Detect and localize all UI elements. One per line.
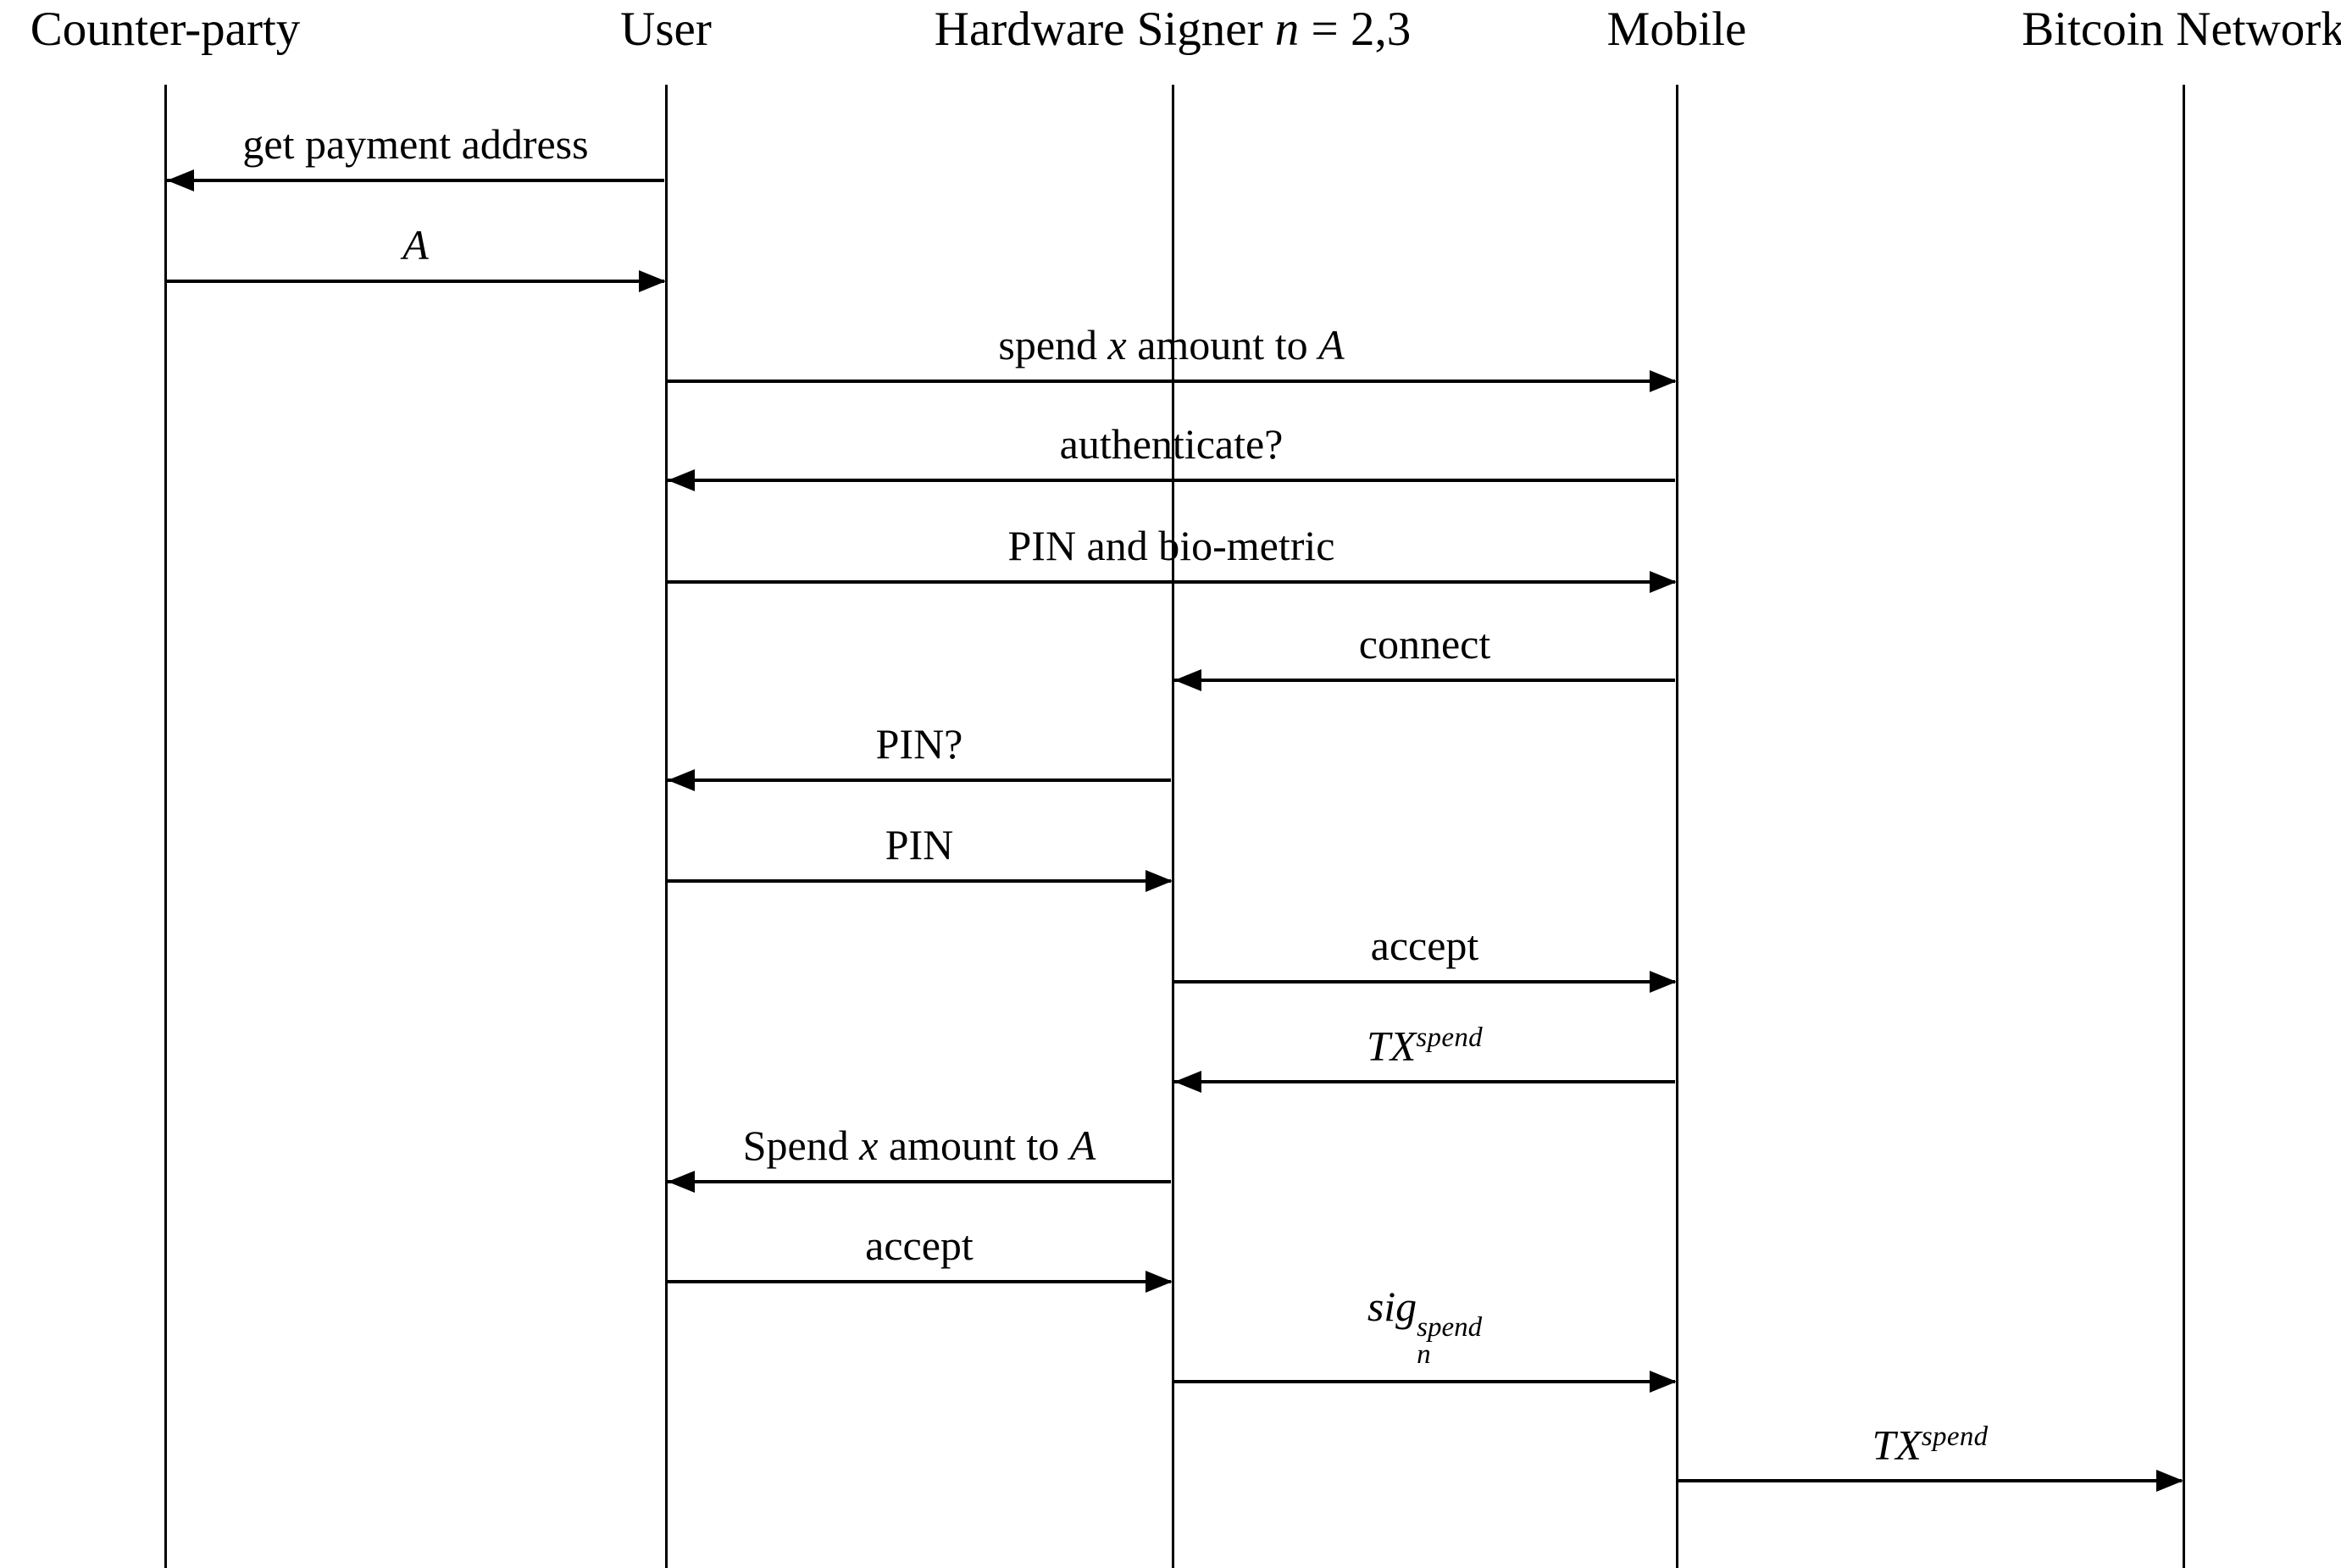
- label-text-segment: amount to: [1126, 321, 1319, 368]
- message-label: spend x amount to A: [998, 322, 1344, 368]
- actor-label-mobile: Mobile: [1607, 2, 1747, 58]
- label-text-segment: x: [1107, 321, 1127, 368]
- actor-label-user: User: [620, 2, 712, 58]
- label-text-segment: A: [1318, 321, 1345, 368]
- arrowhead-right-icon: [1650, 1371, 1677, 1393]
- arrowhead-left-icon: [1174, 1071, 1201, 1093]
- message-arrow-line: [167, 179, 664, 182]
- arrowhead-right-icon: [1650, 370, 1677, 392]
- label-text-segment: User: [620, 3, 712, 56]
- label-text-segment: A: [402, 221, 429, 269]
- arrowhead-right-icon: [1146, 870, 1173, 892]
- lifeline-counter-party: [164, 85, 167, 1568]
- lifeline-bitcoin-network: [2182, 85, 2185, 1568]
- message-label: TXspend: [1872, 1414, 1989, 1468]
- label-text-segment: authenticate?: [1059, 420, 1284, 468]
- label-text-segment: spend: [1921, 1421, 1989, 1452]
- label-text-segment: amount to: [878, 1122, 1070, 1169]
- message-arrow-line: [1174, 980, 1675, 983]
- label-text-segment: PIN: [885, 821, 954, 868]
- arrowhead-left-icon: [668, 1171, 695, 1193]
- lifeline-hardware-signer: [1171, 85, 1174, 1568]
- arrowhead-left-icon: [1174, 669, 1201, 691]
- message-label: connect: [1359, 621, 1490, 667]
- label-text-segment: accept: [1370, 922, 1479, 969]
- arrowhead-right-icon: [1650, 971, 1677, 993]
- label-text-segment: PIN and bio-metric: [1007, 522, 1335, 569]
- label-text-segment: get payment address: [242, 120, 589, 168]
- label-text-segment: n: [1274, 3, 1300, 56]
- message-label: TXspend: [1367, 1015, 1483, 1069]
- label-text-segment: connect: [1358, 620, 1491, 668]
- message-arrow-line: [1174, 1380, 1675, 1383]
- label-text-segment: spend: [1416, 1022, 1483, 1053]
- lifeline-user: [664, 85, 668, 1568]
- message-arrow-line: [1678, 1479, 2182, 1482]
- message-label: accept: [865, 1222, 974, 1268]
- message-label: get payment address: [242, 121, 588, 167]
- label-text-segment: Spend: [742, 1122, 860, 1169]
- message-arrow-line: [668, 580, 1675, 584]
- message-label: PIN and bio-metric: [1007, 523, 1334, 568]
- label-text-segment: spend: [998, 321, 1108, 368]
- message-arrow-line: [668, 778, 1171, 782]
- arrowhead-right-icon: [1650, 571, 1677, 593]
- subscript-text: n: [1417, 1338, 1431, 1370]
- arrowhead-left-icon: [167, 169, 194, 191]
- label-text-segment: PIN?: [875, 720, 963, 767]
- label-text-segment: TX: [1367, 1022, 1417, 1069]
- message-arrow-line: [668, 380, 1675, 383]
- actor-label-bitcoin-network: Bitcoin Network: [2022, 2, 2341, 58]
- superscript-text: spend: [1417, 1312, 1483, 1344]
- label-text-segment: = 2,3: [1299, 3, 1412, 56]
- message-arrow-line: [668, 879, 1171, 883]
- arrowhead-right-icon: [2156, 1470, 2183, 1492]
- label-text-segment: TX: [1872, 1421, 1922, 1468]
- arrowhead-left-icon: [668, 469, 695, 491]
- label-text-segment: x: [859, 1122, 879, 1169]
- message-arrow-line: [668, 1180, 1171, 1183]
- message-arrow-line: [1174, 1080, 1675, 1083]
- message-label: accept: [1371, 923, 1479, 968]
- message-label: Spend x amount to A: [743, 1122, 1096, 1168]
- label-text-segment: Counter-party: [30, 3, 301, 56]
- actor-label-hardware-signer: Hardware Signer n = 2,3: [935, 2, 1411, 58]
- message-label: A: [402, 222, 429, 268]
- label-text-segment: sig: [1367, 1283, 1417, 1331]
- label-text-segment: Bitcoin Network: [2022, 3, 2341, 56]
- message-arrow-line: [1174, 679, 1675, 682]
- message-label: PIN?: [876, 721, 963, 767]
- message-label: authenticate?: [1060, 421, 1284, 467]
- lifeline-mobile: [1675, 85, 1678, 1568]
- arrowhead-right-icon: [639, 270, 666, 292]
- label-text-segment: Mobile: [1606, 3, 1747, 56]
- message-arrow-line: [668, 1280, 1171, 1283]
- arrowhead-right-icon: [1146, 1271, 1173, 1293]
- arrowhead-left-icon: [668, 769, 695, 791]
- message-label: PIN: [885, 822, 954, 867]
- label-text-segment: A: [1069, 1122, 1096, 1169]
- label-text-segment: accept: [865, 1222, 974, 1269]
- actor-label-counter-party: Counter-party: [31, 2, 301, 58]
- label-text-segment: Hardware Signer: [934, 3, 1275, 56]
- message-arrow-line: [167, 280, 664, 283]
- message-arrow-line: [668, 479, 1675, 482]
